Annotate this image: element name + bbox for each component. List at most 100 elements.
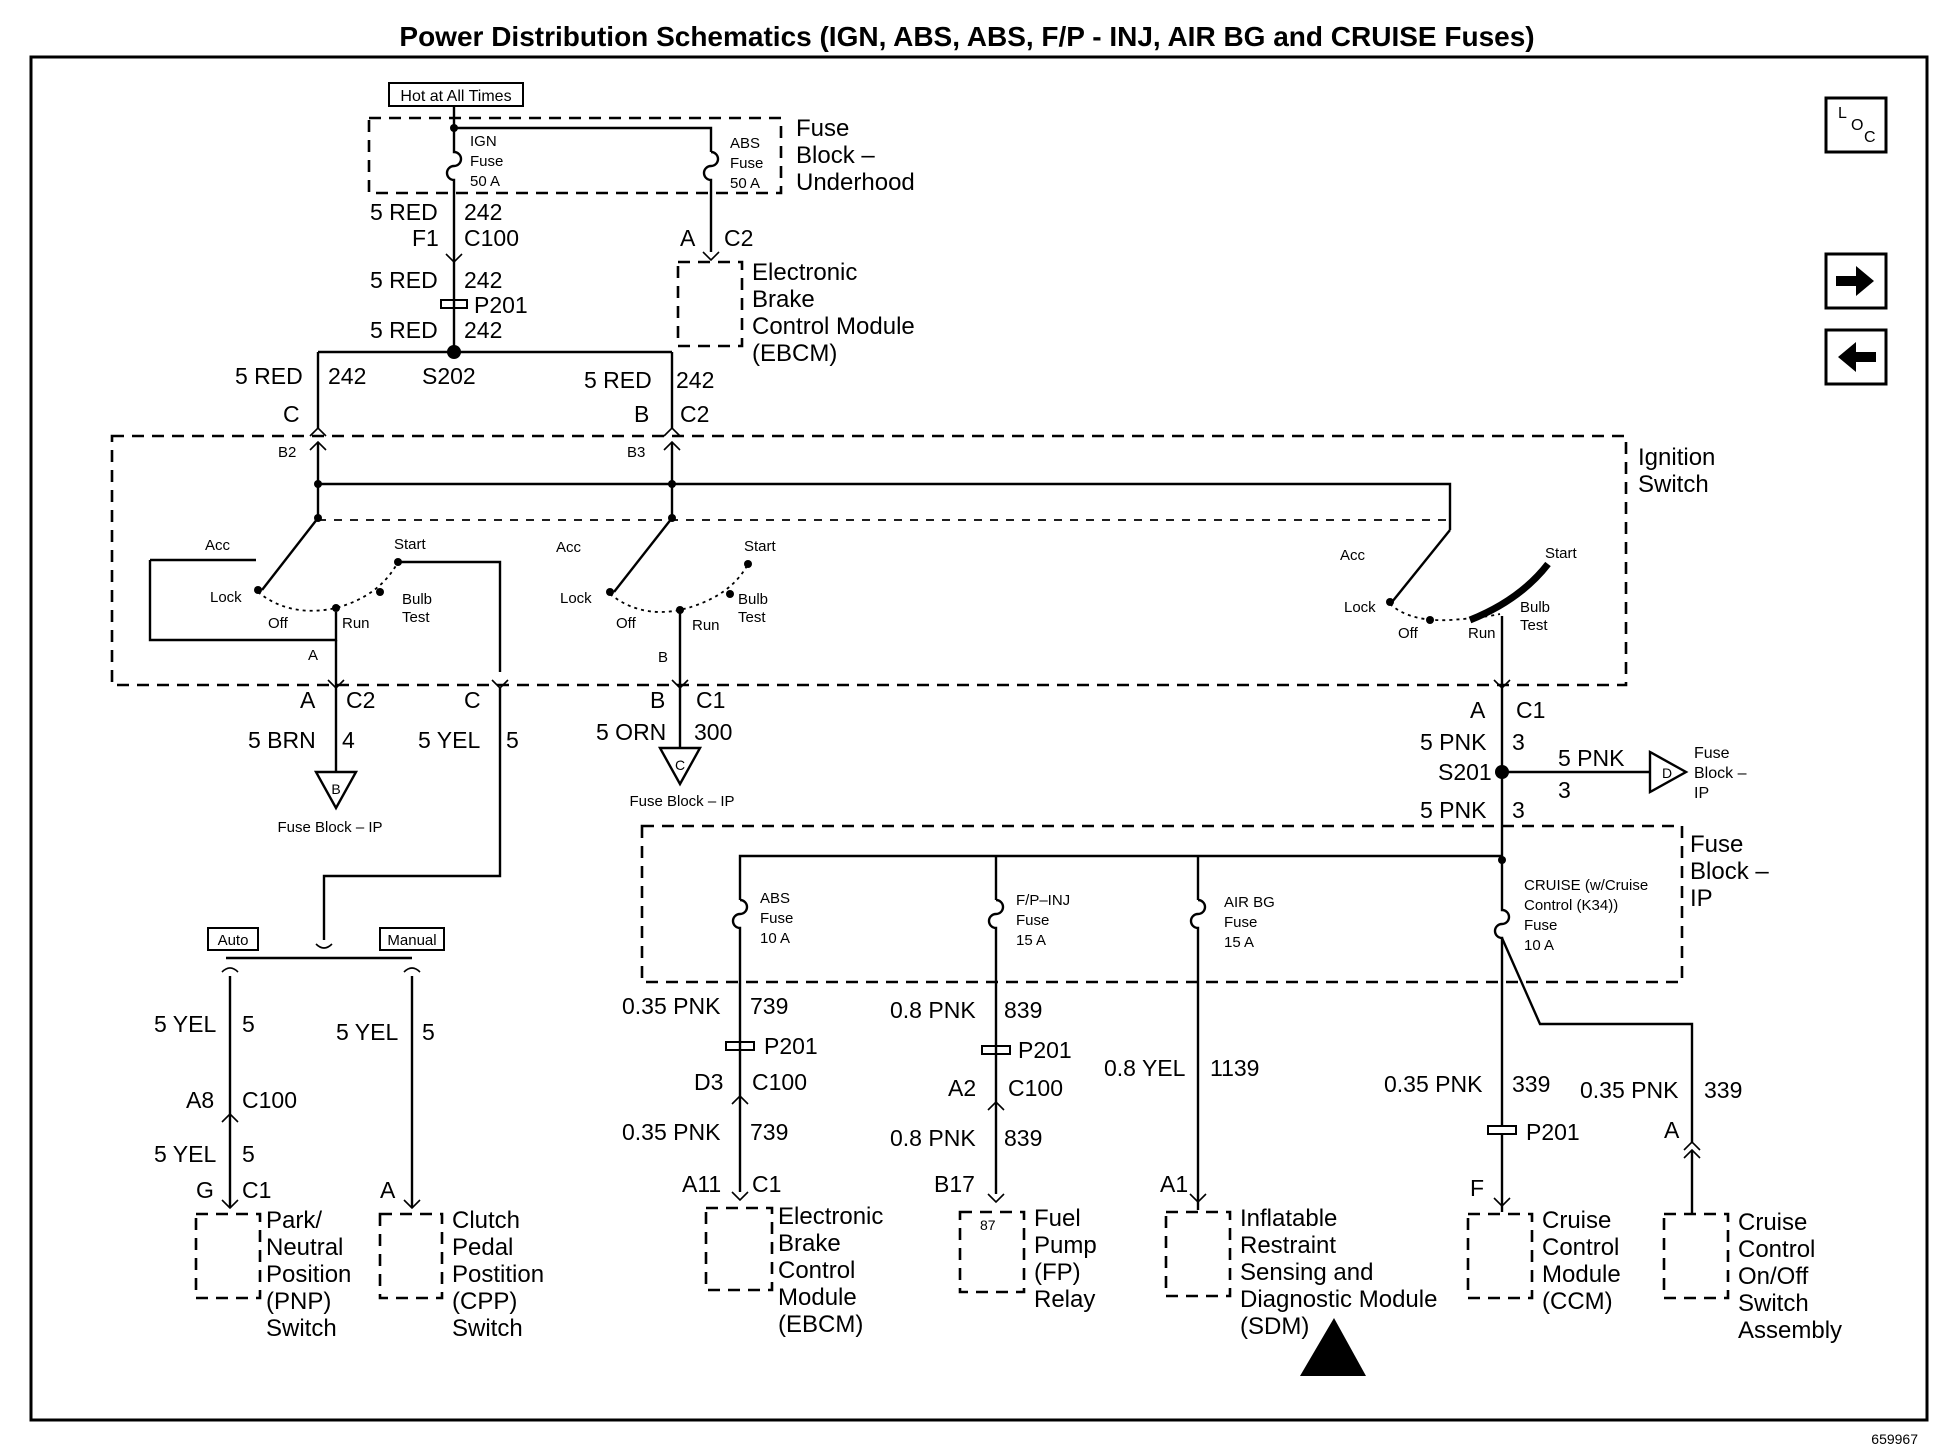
connector-id: C100 bbox=[464, 225, 519, 251]
terminal-id: A1 bbox=[1160, 1171, 1188, 1197]
circuit-number: 5 bbox=[242, 1011, 255, 1037]
connector-id: C100 bbox=[242, 1087, 297, 1113]
pos-label: Bulb bbox=[738, 591, 768, 608]
wire-color: 5 ORN bbox=[596, 719, 666, 745]
air-bg-fuse-symbol bbox=[1189, 898, 1207, 1210]
circuit-number: 5 bbox=[506, 727, 519, 753]
connector-id: C2 bbox=[680, 401, 709, 427]
next-page-button[interactable] bbox=[1824, 252, 1888, 310]
svg-text:Auto: Auto bbox=[218, 932, 249, 949]
wire-color: 5 RED bbox=[370, 267, 438, 293]
pos-label: Bulb bbox=[402, 591, 432, 608]
circuit-number: 1139 bbox=[1210, 1055, 1259, 1081]
diagram-frame bbox=[29, 55, 1929, 1422]
pos-label: Lock bbox=[210, 589, 242, 606]
splice-id: S202 bbox=[422, 363, 476, 389]
ebcm-top-box bbox=[676, 260, 744, 348]
terminal-id: A2 bbox=[948, 1075, 976, 1101]
fuse-block-ip-b-label: Fuse Block – IP bbox=[277, 819, 382, 836]
cpp-switch-box bbox=[378, 1212, 444, 1300]
wire-color: 0.8 PNK bbox=[890, 1125, 976, 1151]
s201-splice bbox=[1495, 765, 1509, 779]
pos-label: Acc bbox=[556, 539, 582, 556]
circuit-number: 300 bbox=[694, 719, 732, 745]
figure-number: 659967 bbox=[1871, 1431, 1918, 1447]
circuit-number: 3 bbox=[1558, 777, 1571, 803]
circuit-number: 839 bbox=[1004, 997, 1042, 1023]
fp-relay-box bbox=[958, 1210, 1026, 1294]
wire-color: 5 YEL bbox=[154, 1141, 216, 1167]
terminal-id: G bbox=[196, 1177, 214, 1203]
terminal-id: B bbox=[658, 649, 668, 666]
wire-color: 5 RED bbox=[235, 363, 303, 389]
abs-fuse-ip-symbol bbox=[731, 898, 749, 1030]
svg-text:C: C bbox=[1864, 129, 1876, 146]
circuit-number: 5 bbox=[422, 1019, 435, 1045]
loc-button[interactable]: LOC bbox=[1824, 96, 1888, 154]
terminal-id: D3 bbox=[694, 1069, 723, 1095]
connector-id: C2 bbox=[346, 687, 375, 713]
pos-label: Run bbox=[342, 615, 370, 632]
terminal-id: A bbox=[380, 1177, 396, 1203]
abs-fuse-symbol bbox=[702, 150, 720, 252]
wire-color: 5 YEL bbox=[418, 727, 480, 753]
wire-color: 5 RED bbox=[370, 199, 438, 225]
fuse-block-ip-box bbox=[640, 824, 1684, 984]
ebcm-bottom-box bbox=[704, 1206, 774, 1292]
terminal-id: A bbox=[680, 225, 696, 251]
terminal-id: F bbox=[1470, 1175, 1484, 1201]
terminal-id: D bbox=[1662, 765, 1672, 781]
connector-id: P201 bbox=[1018, 1037, 1072, 1063]
circuit-number: 242 bbox=[328, 363, 366, 389]
circuit-number: 242 bbox=[464, 199, 502, 225]
wire-color: 5 RED bbox=[370, 317, 438, 343]
fuse-block-ip-d-connector-icon bbox=[1648, 749, 1689, 795]
prev-page-button[interactable] bbox=[1824, 328, 1888, 386]
wire-color: 5 YEL bbox=[154, 1011, 216, 1037]
circuit-number: 242 bbox=[676, 367, 714, 393]
terminal-id: B bbox=[331, 781, 340, 797]
manual-label: Manual bbox=[379, 927, 445, 951]
wire-color: 5 YEL bbox=[336, 1019, 398, 1045]
fuse-block-ip-c-label: Fuse Block – IP bbox=[629, 793, 734, 810]
connector-id: C1 bbox=[752, 1171, 781, 1197]
pos-label: Bulb bbox=[1520, 599, 1550, 616]
terminal-id: C bbox=[464, 687, 481, 713]
fp-inj-fuse-symbol bbox=[987, 898, 1005, 1030]
terminal-id: 87 bbox=[980, 1217, 996, 1233]
terminal-id: B bbox=[634, 401, 649, 427]
pos-label: Start bbox=[394, 536, 427, 553]
terminal-id: C bbox=[675, 757, 685, 773]
pos-label: Off bbox=[616, 615, 637, 632]
connector-id: C1 bbox=[696, 687, 725, 713]
pos-label: Start bbox=[744, 538, 777, 555]
ignition-switch-section-1: Acc Lock Off Run Start Bulb Test A bbox=[148, 517, 502, 688]
cruise-switch-box bbox=[1662, 1212, 1730, 1300]
wire-color: 0.35 PNK bbox=[1384, 1071, 1483, 1097]
wire-color: 5 RED bbox=[584, 367, 652, 393]
connector-id: P201 bbox=[764, 1033, 818, 1059]
page-title: Power Distribution Schematics (IGN, ABS,… bbox=[399, 21, 1534, 52]
connector-id: C100 bbox=[752, 1069, 807, 1095]
terminal-id: B3 bbox=[627, 444, 645, 461]
svg-text:Manual: Manual bbox=[387, 932, 436, 949]
connector-id: C1 bbox=[1516, 697, 1545, 723]
pos-label: Start bbox=[1545, 545, 1578, 562]
terminal-id: A bbox=[1470, 697, 1486, 723]
wire-color: 5 PNK bbox=[1420, 797, 1487, 823]
pos-label: Test bbox=[1520, 617, 1548, 634]
